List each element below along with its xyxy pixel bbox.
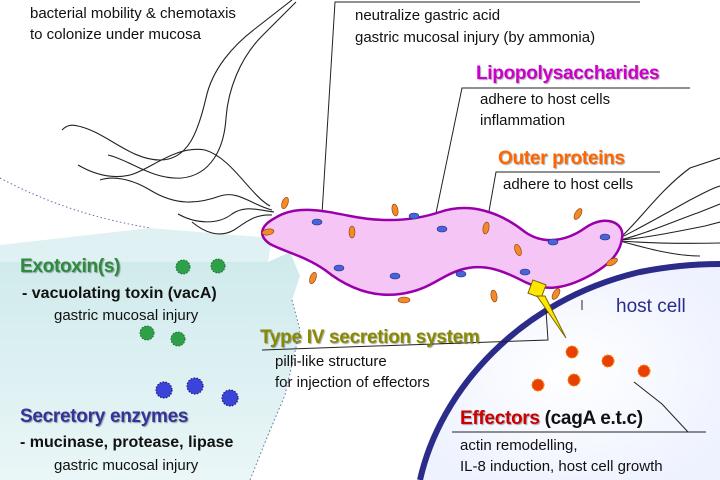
urease-surface-molecules (311, 212, 611, 280)
secretory-item-name: mucinase, protease, lipase (29, 434, 234, 451)
effectors-desc-2: IL-8 induction, host cell growth (460, 458, 663, 475)
secretory-title: Secretory enzymes (20, 406, 189, 427)
secretory-item: - mucinase, protease, lipase (20, 433, 233, 453)
lps-desc-2: inflammation (480, 112, 566, 129)
lps-desc-1: adhere to host cells (480, 91, 611, 108)
type4-syringe (527, 279, 567, 339)
exotoxin-title: Exotoxin(s) (20, 256, 121, 277)
secretory-desc: gastric mucosal injury (54, 457, 199, 474)
secretory-item-dash: - (20, 434, 30, 451)
effectors-desc-1: actin remodelling, (460, 437, 578, 454)
effectors-suffix: (cagA e.t.c) (539, 408, 643, 429)
flagella-desc-2: to colonize under mucosa (30, 26, 201, 43)
callout-lines (261, 1, 706, 433)
mucosa-shading (0, 252, 300, 480)
type4-title: Type IV secretion system (260, 327, 480, 348)
effectors-heading: Effectors (cagA e.t.c) (460, 408, 643, 430)
flagella-desc-1: bacterial mobility & chemotaxis (30, 5, 236, 22)
host-cell-membrane (417, 261, 720, 480)
urease-desc-2: gastric mucosal injury (by ammonia) (355, 29, 596, 46)
outer-proteins-title: Outer proteins (498, 148, 625, 169)
exotoxin-particles (139, 258, 226, 347)
effectors-title: Effectors (460, 408, 540, 429)
host-cell-label: host cell (616, 296, 686, 317)
secretory-enzyme-particles (155, 377, 239, 407)
effector-particles (531, 345, 651, 392)
flagella (61, 0, 720, 257)
exotoxin-desc: gastric mucosal injury (54, 307, 199, 324)
outer-protein-spikes (261, 196, 618, 304)
outer-proteins-desc-1: adhere to host cells (503, 176, 634, 193)
mucosa-dotted-boundary (0, 177, 301, 480)
exotoxin-item-dash: - (22, 285, 32, 302)
lps-title: Lipopolysaccharides (476, 63, 660, 84)
type4-desc-2: for injection of effectors (275, 374, 430, 391)
host-cell (420, 264, 720, 480)
urease-desc-1: neutralize gastric acid (355, 7, 501, 24)
exotoxin-item-name: vacuolating toxin (vacA) (31, 285, 217, 302)
extracellular-region (0, 228, 272, 268)
type4-desc-1: pilli-like structure (275, 353, 387, 370)
exotoxin-item: - vacuolating toxin (vacA) (22, 284, 217, 304)
